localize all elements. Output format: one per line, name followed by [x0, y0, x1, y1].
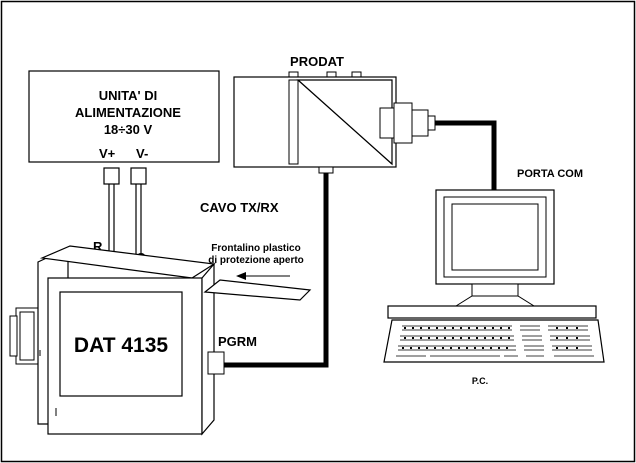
- keyboard-key-dots: [402, 327, 578, 349]
- power-supply-label-line3: 18÷30 V: [104, 122, 153, 137]
- tx-rx-cable: [224, 120, 497, 368]
- cable-label: CAVO TX/RX: [200, 200, 279, 215]
- terminal-vplus: [103, 167, 120, 185]
- device-label: DAT 4135: [74, 334, 168, 357]
- power-supply-box: [28, 70, 220, 163]
- power-supply-label-line2: ALIMENTAZIONE: [75, 105, 181, 120]
- com-port-label: PORTA COM: [517, 168, 583, 180]
- terminal-vplus-label: V+: [99, 146, 116, 161]
- pc-keyboard: [383, 319, 605, 363]
- pc-system-unit: [387, 305, 597, 319]
- power-supply-label-line1: UNITA' DI: [99, 88, 157, 103]
- terminal-vminus-label: V-: [136, 146, 148, 161]
- pgrm-label: PGRM: [218, 334, 257, 349]
- front-panel-label-line2: di protezione aperto: [208, 255, 304, 266]
- pgrm-port: [207, 351, 225, 375]
- wire-r-label: R: [93, 239, 103, 254]
- prodat-device: [233, 71, 436, 174]
- prodat-label: PRODAT: [290, 54, 344, 69]
- pc-computer: P.C.: [383, 189, 605, 386]
- power-supply-unit: UNITA' DI ALIMENTAZIONE 18÷30 V V+ V-: [28, 70, 220, 185]
- terminal-vminus: [130, 167, 147, 185]
- front-panel-label-line1: Frontalino plastico: [211, 243, 300, 254]
- dat-4135-device: DAT 4135 PGRM: [9, 245, 257, 436]
- pc-label: P.C.: [472, 376, 488, 386]
- keyboard-keys: [396, 325, 594, 357]
- front-panel-flap: [203, 272, 312, 301]
